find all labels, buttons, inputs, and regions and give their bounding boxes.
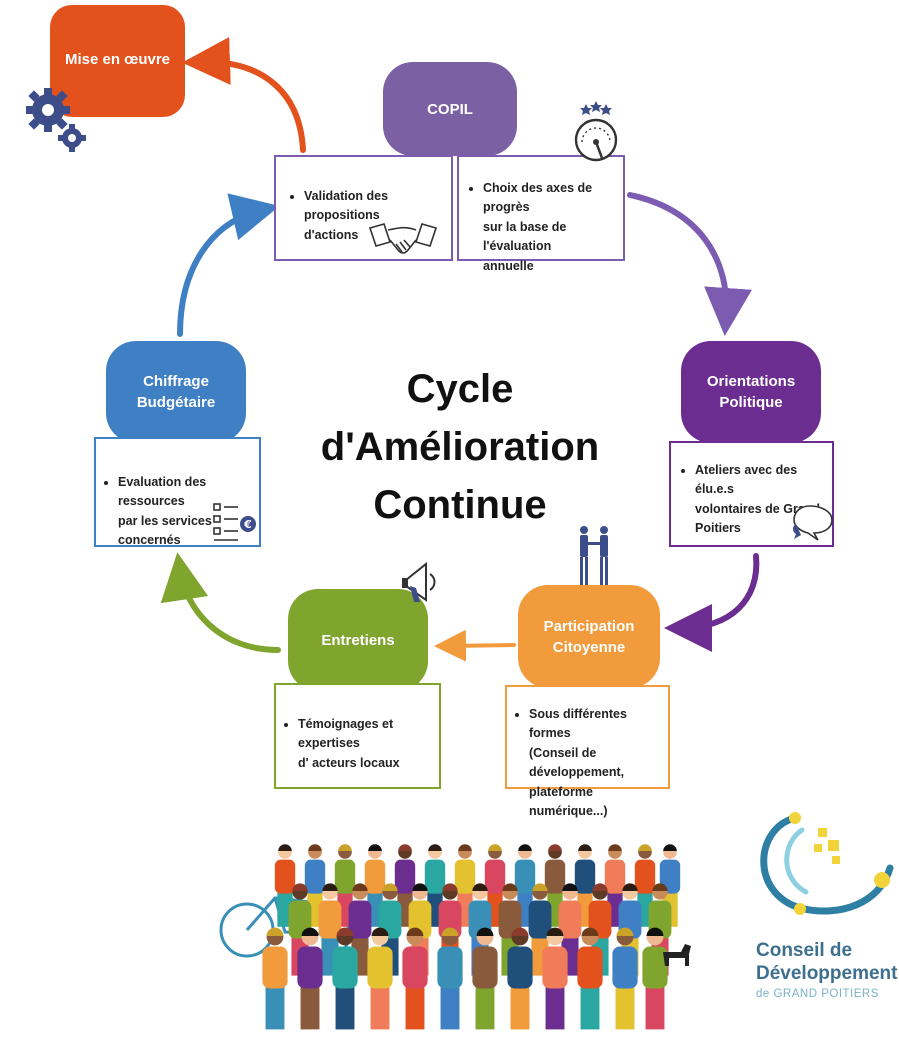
step-chiffrage-budgetaire: Chiffrage Budgétaire xyxy=(106,341,246,443)
crowd-person xyxy=(394,844,416,927)
diagram-title: Cycle d'Amélioration Continue xyxy=(320,367,600,527)
crowd-person xyxy=(542,927,568,1030)
logo-line2: Développement xyxy=(756,962,898,984)
crowd-person xyxy=(507,927,533,1030)
gauge-icon xyxy=(574,101,618,162)
arrow-copil-to-mise xyxy=(182,37,306,153)
arrow-entretiens-to-chiffrage xyxy=(160,552,281,653)
crowd-person xyxy=(297,927,323,1030)
cdgp-logo-icon xyxy=(760,812,894,915)
step-copil: COPIL xyxy=(383,62,517,156)
svg-text:€: € xyxy=(243,518,252,531)
logo-line3: de GRAND POITIERS xyxy=(756,987,879,1000)
step-chiffrage-label: Chiffrage Budgétaire xyxy=(136,373,216,411)
chat-bubbles-icon xyxy=(793,505,833,541)
crowd-person xyxy=(274,844,296,927)
crowd-person xyxy=(332,927,358,1030)
crowd-person xyxy=(577,927,603,1030)
megaphone-icon xyxy=(402,561,436,602)
people-meeting-icon xyxy=(580,526,608,585)
crowd-person xyxy=(262,927,288,1030)
handshake-icon xyxy=(368,223,438,254)
crowd-person xyxy=(528,883,552,976)
crowd-person xyxy=(437,927,463,1030)
gears-icon xyxy=(26,88,86,152)
box-formes: Sous différentes formes(Conseil de dével… xyxy=(505,685,670,818)
crowd-person xyxy=(472,927,498,1030)
box-formes-text: Sous différentes formes(Conseil de dével… xyxy=(529,705,666,821)
step-mise-en-oeuvre: Mise en œuvre xyxy=(50,5,185,117)
arrow-participation-to-entretiens xyxy=(434,629,516,662)
cdgp-logo-text: Conseil de Développement de GRAND POITIE… xyxy=(756,940,897,1000)
step-entretiens: Entretiens xyxy=(288,589,428,691)
crowd-person xyxy=(304,844,326,927)
document-euro-icon: € xyxy=(213,503,256,541)
arrow-orientations-to-participation xyxy=(664,553,760,652)
step-entretiens-label: Entretiens xyxy=(321,631,395,649)
crowd-person xyxy=(402,927,428,1030)
logo-line1: Conseil de xyxy=(756,940,853,961)
dog-figure xyxy=(663,944,691,966)
step-mise-label: Mise en œuvre xyxy=(64,51,171,68)
arrow-chiffrage-to-copil xyxy=(177,193,280,337)
crowd-person xyxy=(642,927,668,1030)
crowd-illustration xyxy=(219,844,691,1030)
crowd-person xyxy=(367,927,393,1030)
arrow-copil-to-orientations xyxy=(627,192,752,336)
crowd-person xyxy=(348,883,372,976)
crowd-person xyxy=(558,883,582,976)
step-copil-label: COPIL xyxy=(427,100,473,118)
crowd-person xyxy=(612,927,638,1030)
